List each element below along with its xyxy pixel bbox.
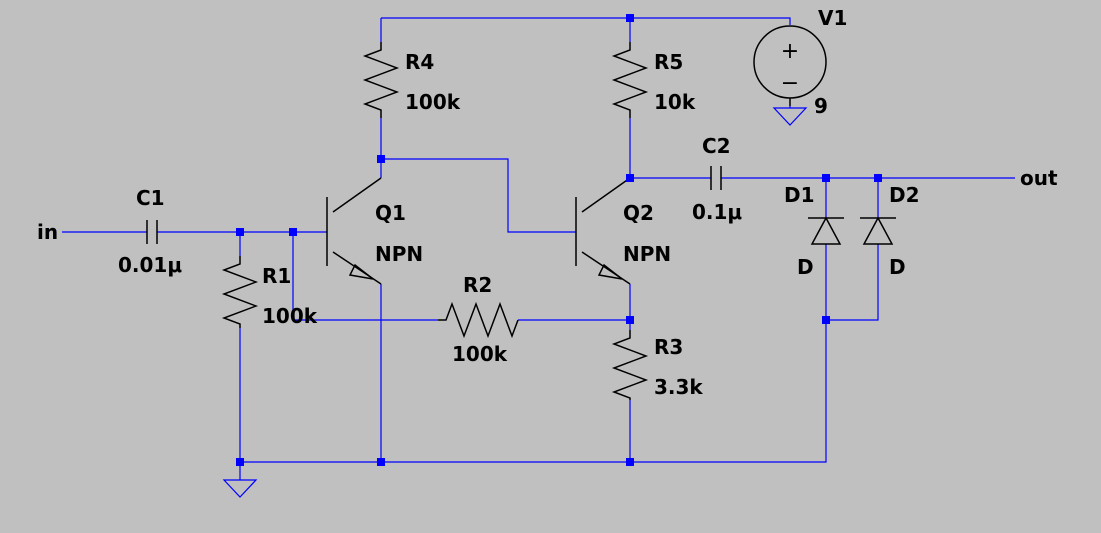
d2-model: D xyxy=(889,255,906,279)
junction xyxy=(377,155,385,163)
resistor-icon xyxy=(362,42,400,118)
wire-ground-rail xyxy=(240,320,827,463)
c2-name: C2 xyxy=(702,134,731,158)
r3-value: 3.3k xyxy=(654,375,703,399)
wire-q1c-to-q2b xyxy=(381,158,576,233)
junction xyxy=(626,458,634,466)
wire-top-rail xyxy=(381,17,791,25)
capacitor-icon xyxy=(146,220,158,244)
ground-icon xyxy=(222,462,258,498)
r5-name: R5 xyxy=(654,50,683,74)
resistor-icon xyxy=(611,330,649,400)
q1-type: NPN xyxy=(375,242,423,266)
r4-value: 100k xyxy=(405,90,461,114)
wire-d2-bottom xyxy=(826,244,879,321)
diode-icon xyxy=(808,216,844,245)
q2-type: NPN xyxy=(623,242,671,266)
net-label-out: out xyxy=(1020,166,1058,190)
resistor-icon xyxy=(438,301,519,339)
junction xyxy=(626,316,634,324)
junction xyxy=(289,228,297,236)
r2-name: R2 xyxy=(463,273,492,297)
npn-transistor-icon xyxy=(575,177,631,285)
capacitor-icon xyxy=(710,166,722,190)
voltage-source-icon: + − xyxy=(753,25,827,106)
net-label-in: in xyxy=(37,220,58,244)
junction xyxy=(822,174,830,182)
v1-plus-sign: + xyxy=(781,39,799,64)
r1-value: 100k xyxy=(262,304,318,328)
junctions xyxy=(236,14,882,466)
npn-transistor-icon xyxy=(326,177,382,285)
junction xyxy=(874,174,882,182)
v1-value: 9 xyxy=(814,94,828,118)
r3-name: R3 xyxy=(654,335,683,359)
v1-name: V1 xyxy=(818,6,847,30)
resistor-icon xyxy=(221,256,259,328)
ground-icon xyxy=(772,106,808,126)
c1-value: 0.01μ xyxy=(118,253,182,277)
d2-name: D2 xyxy=(889,183,920,207)
junction xyxy=(822,316,830,324)
junction xyxy=(377,458,385,466)
diode-icon xyxy=(860,216,896,245)
v1-minus-sign: − xyxy=(781,71,799,96)
r4-name: R4 xyxy=(405,50,434,74)
wire-feedback-left xyxy=(292,232,438,321)
d1-name: D1 xyxy=(784,183,815,207)
c1-name: C1 xyxy=(136,186,165,210)
junction xyxy=(626,174,634,182)
c2-value: 0.1μ xyxy=(692,200,742,224)
junction xyxy=(626,14,634,22)
resistor-icon xyxy=(611,42,649,118)
q1-name: Q1 xyxy=(375,201,406,225)
wires xyxy=(62,17,1015,463)
d1-model: D xyxy=(797,255,814,279)
junction xyxy=(236,228,244,236)
r5-value: 10k xyxy=(654,90,696,114)
r2-value: 100k xyxy=(452,342,508,366)
labels: in out V1 9 R4 100k R5 10k C1 0.01μ C2 0… xyxy=(37,6,1058,399)
q2-name: Q2 xyxy=(623,201,654,225)
r1-name: R1 xyxy=(262,264,291,288)
junction xyxy=(236,458,244,466)
